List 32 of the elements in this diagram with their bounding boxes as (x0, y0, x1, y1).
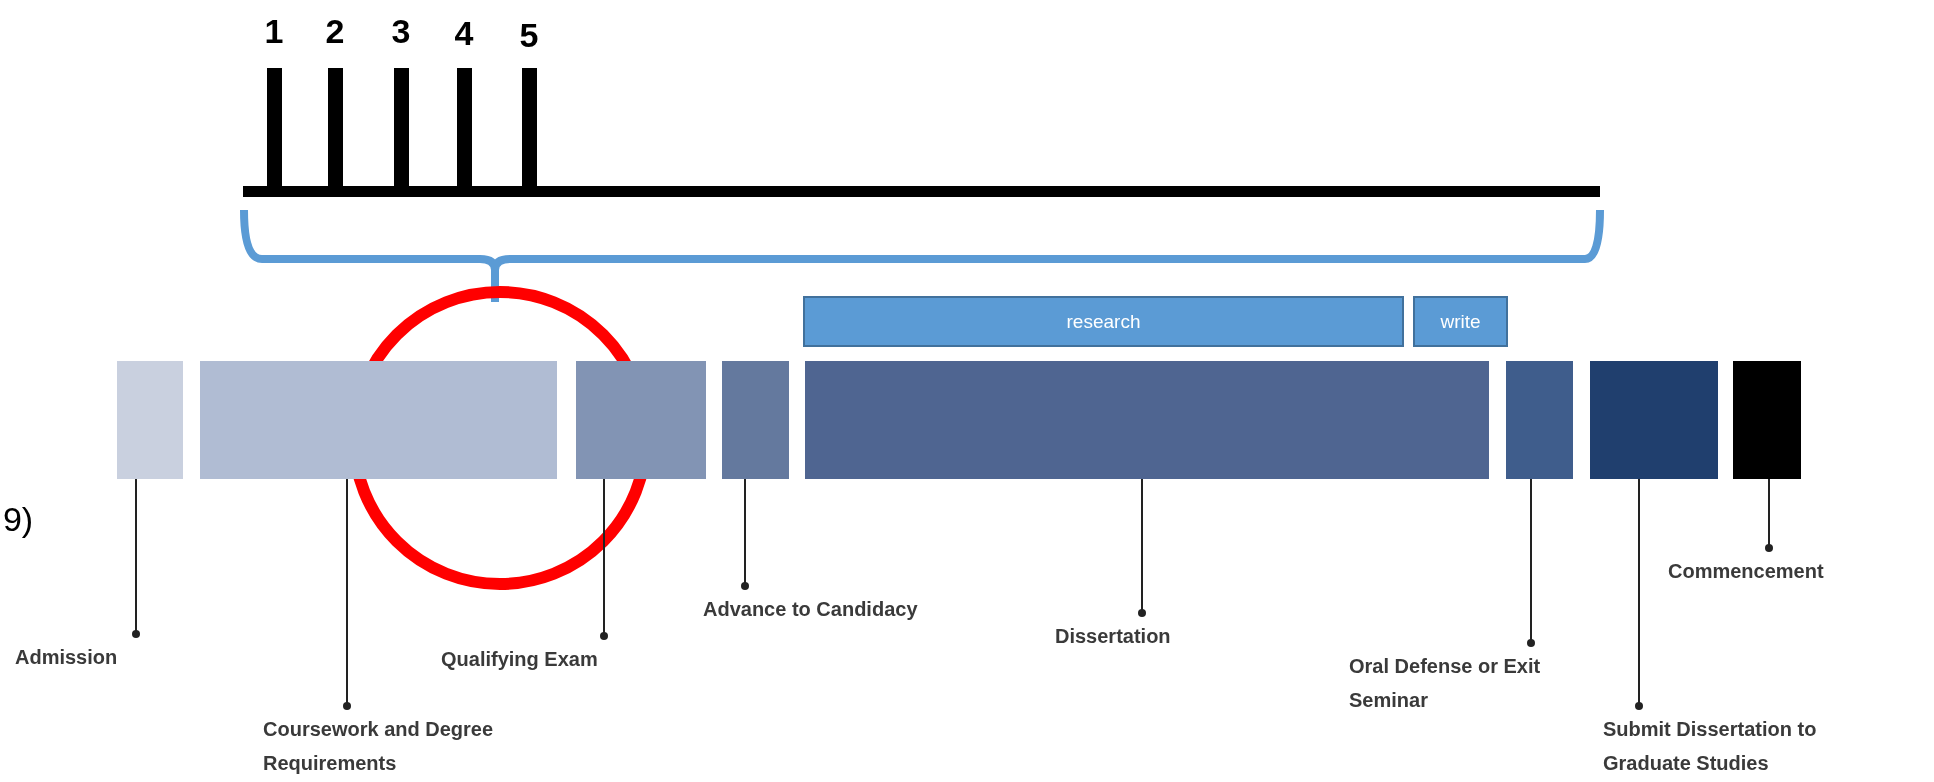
timeline-bar (1506, 361, 1573, 479)
leader-line (132, 478, 140, 638)
leader-line (343, 478, 351, 710)
milestone-label: Commencement (1668, 554, 1930, 588)
leader-line (741, 478, 749, 590)
milestone-label: Oral Defense or Exit Seminar (1349, 649, 1549, 717)
callout-number: 2 (325, 14, 345, 48)
milestone-label: Qualifying Exam (441, 642, 681, 676)
callout-number: 5 (519, 18, 539, 52)
callout-number: 9) (2, 502, 34, 536)
leader-line (1138, 478, 1146, 617)
milestone-label: Coursework and Degree Requirements (263, 712, 593, 780)
callout-number: 4 (454, 16, 474, 50)
timeline-bar (576, 361, 706, 479)
callout-number: 3 (391, 14, 411, 48)
callout-number: 1 (264, 14, 284, 48)
timeline-bar (117, 361, 183, 479)
milestone-label: Dissertation (1055, 619, 1255, 653)
milestone-label: Admission (15, 640, 185, 674)
milestone-label: Submit Dissertation to Graduate Studies (1603, 712, 1863, 780)
timeline-bar (1733, 361, 1801, 479)
phase-box: write (1413, 296, 1508, 347)
timeline-bar (200, 361, 557, 479)
leader-line (1765, 478, 1773, 552)
leader-line (1635, 478, 1643, 710)
timeline-bar (722, 361, 789, 479)
leader-line (600, 478, 608, 640)
timeline-bar (1590, 361, 1718, 479)
phase-box: research (803, 296, 1404, 347)
timeline-bar (805, 361, 1489, 479)
leader-line (1527, 478, 1535, 647)
milestone-label: Advance to Candidacy (703, 592, 1033, 626)
